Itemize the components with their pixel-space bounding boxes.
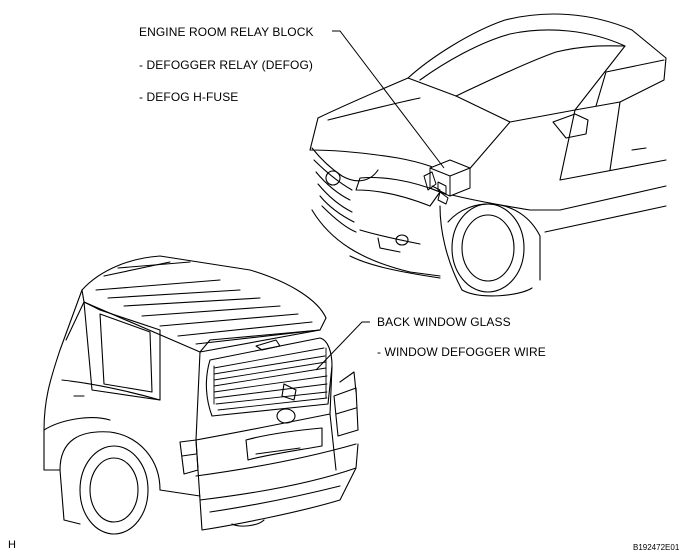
defogger-relay-label: - DEFOGGER RELAY (DEFOG) (139, 58, 313, 72)
corner-letter: H (8, 539, 17, 551)
engine-room-relay-block-label: ENGINE ROOM RELAY BLOCK (139, 25, 314, 39)
front-vehicle-illustration (309, 13, 667, 297)
engine-room-leader-line (332, 30, 445, 169)
defog-h-fuse-label: - DEFOG H-FUSE (139, 90, 239, 104)
rear-vehicle-illustration (43, 255, 359, 535)
figure-id: B192472E01 (633, 543, 680, 552)
leader-lines (315, 30, 445, 371)
back-window-leader-line (315, 321, 370, 371)
window-defogger-wire-label: - WINDOW DEFOGGER WIRE (377, 345, 546, 359)
back-window-glass-label: BACK WINDOW GLASS (377, 315, 511, 329)
